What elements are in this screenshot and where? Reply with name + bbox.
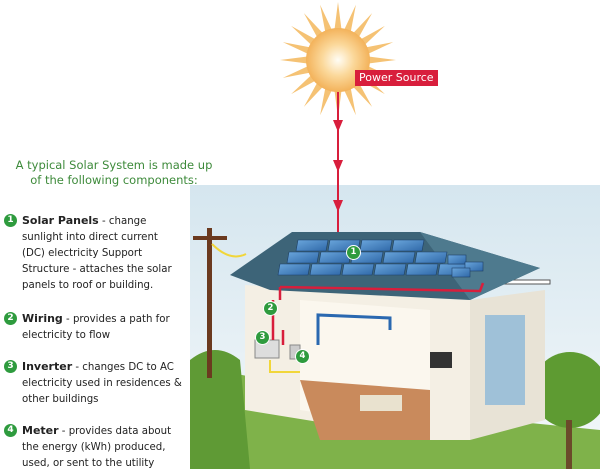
separator: - <box>58 426 69 437</box>
solar-panel <box>318 251 352 264</box>
ac-wiring <box>269 360 300 373</box>
power-arrow <box>333 92 343 256</box>
glass-door <box>485 315 525 405</box>
number-badge: 4 <box>4 424 17 437</box>
solar-panel <box>359 239 393 252</box>
solar-panel <box>373 263 407 276</box>
component-wiring: 2 Wiring - provides a path for electrici… <box>4 311 184 344</box>
component-name: Wiring <box>22 312 63 325</box>
solar-panel <box>405 263 439 276</box>
tree <box>532 352 600 428</box>
utility-pole <box>193 228 247 378</box>
solar-panel <box>341 263 375 276</box>
solar-panel <box>309 263 343 276</box>
sofa <box>360 395 402 411</box>
component-description: change sunlight into direct current (DC)… <box>22 216 172 291</box>
component-name: Solar Panels <box>22 214 99 227</box>
separator: - <box>72 362 83 373</box>
solar-panel <box>447 254 467 265</box>
component-name: Meter <box>22 424 59 437</box>
house-wiring <box>316 313 392 345</box>
solar-panel <box>286 251 320 264</box>
component-meter: 4 Meter - provides data about the energy… <box>4 423 184 472</box>
television <box>430 352 452 368</box>
component-inverter: 3 Inverter - changes DC to AC electricit… <box>4 359 184 408</box>
solar-panel <box>451 267 471 278</box>
component-description: provides data about the energy (kWh) pro… <box>22 426 172 469</box>
dc-wiring <box>278 282 485 300</box>
badge-solar-panels: 1 <box>346 245 361 260</box>
component-description: provides a path for electricity to flow <box>22 314 170 341</box>
power-source-label: Power Source <box>355 70 438 86</box>
solar-panel <box>277 263 311 276</box>
solar-panel <box>295 239 329 252</box>
solar-panel <box>464 261 484 272</box>
number-badge: 2 <box>4 312 17 325</box>
component-solar-panels: 1 Solar Panels - change sunlight into di… <box>4 213 184 294</box>
intro-text: A typical Solar System is made up of the… <box>15 158 213 187</box>
number-badge: 1 <box>4 214 17 227</box>
sun-icon <box>280 2 396 118</box>
solar-panels <box>277 239 484 278</box>
solar-panel <box>391 239 425 252</box>
separator: - <box>98 216 109 227</box>
badge-inverter: 3 <box>255 330 270 345</box>
badge-meter: 4 <box>295 349 310 364</box>
separator: - <box>62 314 73 325</box>
badge-wiring: 2 <box>263 301 278 316</box>
solar-panel <box>414 251 448 264</box>
tree-trunk <box>566 420 572 469</box>
component-description: changes DC to AC electricity used in res… <box>22 362 182 405</box>
number-badge: 3 <box>4 360 17 373</box>
solar-panel <box>382 251 416 264</box>
bushes <box>190 350 250 469</box>
component-name: Inverter <box>22 360 73 373</box>
